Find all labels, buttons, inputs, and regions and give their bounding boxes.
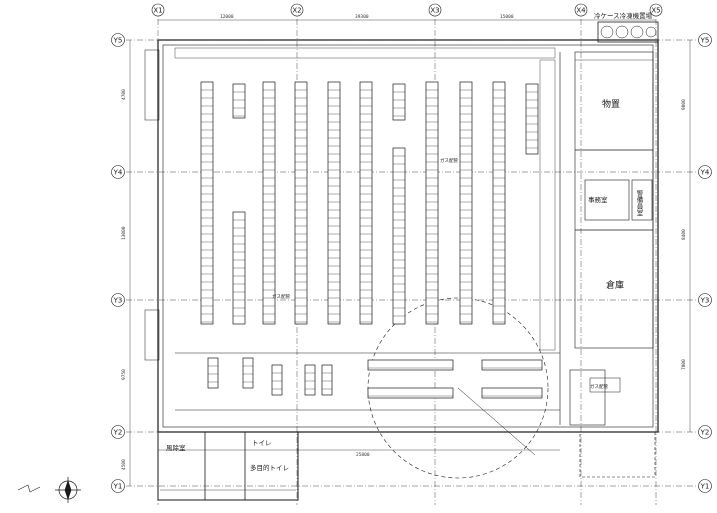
dim-top-2: 39300 xyxy=(355,14,369,20)
grid-bubble-row xyxy=(698,293,712,307)
note-gas-2: ガス配管 xyxy=(440,157,458,164)
shelf-unit xyxy=(492,81,506,325)
room-multi-toilet: 多目的トイレ xyxy=(250,463,289,472)
shelf-unit xyxy=(232,83,246,119)
small-shelf xyxy=(304,364,316,396)
grid-bubble-row xyxy=(111,425,125,439)
room-office: 事務室 xyxy=(588,195,608,204)
grid-label-row: Y2 xyxy=(113,429,123,437)
grid-label-row: Y3 xyxy=(113,297,123,305)
grid-bubble-col xyxy=(574,3,588,17)
room-security-guard: 警備員室 xyxy=(635,189,643,217)
shelf-unit-h xyxy=(367,359,454,371)
dim-left-3: 9750 xyxy=(121,369,127,380)
grid-bubble-row xyxy=(111,479,125,493)
grid-label-col: X4 xyxy=(576,7,586,15)
north-arrow-icon xyxy=(17,477,81,503)
dim-left-2: 13000 xyxy=(121,226,127,240)
room-wind: 風除室 xyxy=(166,443,186,452)
shelf-unit xyxy=(459,81,473,325)
grid-label-row: Y5 xyxy=(700,37,710,45)
grid-label-row: Y1 xyxy=(113,483,123,491)
dim-right-3: 7800 xyxy=(681,359,687,370)
room-warehouse: 倉庫 xyxy=(606,279,624,291)
grid-bubble-row xyxy=(111,165,125,179)
small-shelf xyxy=(271,364,283,396)
small-shelf xyxy=(321,364,333,396)
grid-label-col: X5 xyxy=(651,7,660,15)
shelf-unit xyxy=(200,81,214,325)
note-gas-1: ガス配管 xyxy=(272,293,290,300)
grid-bubble-row xyxy=(698,425,712,439)
dim-top-3: 15000 xyxy=(500,14,514,20)
room-cold-case: 冷ケース冷凍機置場 xyxy=(594,11,653,20)
grid-bubble-row xyxy=(111,293,125,307)
grid-bubble-col xyxy=(290,3,304,17)
grid-bubble-row xyxy=(698,165,712,179)
grid-label-row: Y5 xyxy=(113,37,123,45)
grid-label-row: Y4 xyxy=(113,169,123,177)
dim-top-1: 12000 xyxy=(220,14,234,20)
note-gas-3: ガス配管 xyxy=(590,383,608,390)
grid-label-col: X2 xyxy=(292,7,301,15)
grid-label-row: Y2 xyxy=(700,429,710,437)
dim-bottom-1: 25800 xyxy=(356,452,370,458)
grid-bubble-col xyxy=(428,3,442,17)
dim-left-4: 4500 xyxy=(121,459,127,470)
grid-label-row: Y4 xyxy=(700,169,710,177)
grid-bubble-row xyxy=(698,33,712,47)
dim-right-2: 8400 xyxy=(681,229,687,240)
compressor-units xyxy=(597,21,659,43)
dim-right-1: 9000 xyxy=(681,99,687,110)
shelf-unit-h xyxy=(367,387,454,399)
shelf-unit xyxy=(262,81,276,325)
shelf-unit xyxy=(327,81,341,325)
grid-bubble-col xyxy=(649,3,663,17)
grid-bubble-col xyxy=(151,3,165,17)
shelf-unit xyxy=(359,81,373,325)
shelf-unit xyxy=(525,83,539,155)
room-toilet: トイレ xyxy=(252,439,272,447)
grid-label-row: Y1 xyxy=(700,483,710,491)
room-storage: 物置 xyxy=(602,98,620,110)
grid-label-col: X1 xyxy=(153,7,162,15)
shelf-unit xyxy=(392,83,406,121)
shelf-unit xyxy=(294,81,308,325)
right-annex xyxy=(574,51,654,349)
dim-left-1: 4700 xyxy=(121,89,127,100)
shelf-unit xyxy=(425,81,439,325)
shelf-unit-h xyxy=(481,387,543,399)
small-shelf xyxy=(242,357,254,389)
grid-label-col: X3 xyxy=(430,7,439,15)
grid-bubble-row xyxy=(111,33,125,47)
grid-label-row: Y3 xyxy=(700,297,710,305)
shelf-unit-h xyxy=(481,359,543,371)
small-shelf xyxy=(207,357,219,389)
grid-bubble-row xyxy=(698,479,712,493)
